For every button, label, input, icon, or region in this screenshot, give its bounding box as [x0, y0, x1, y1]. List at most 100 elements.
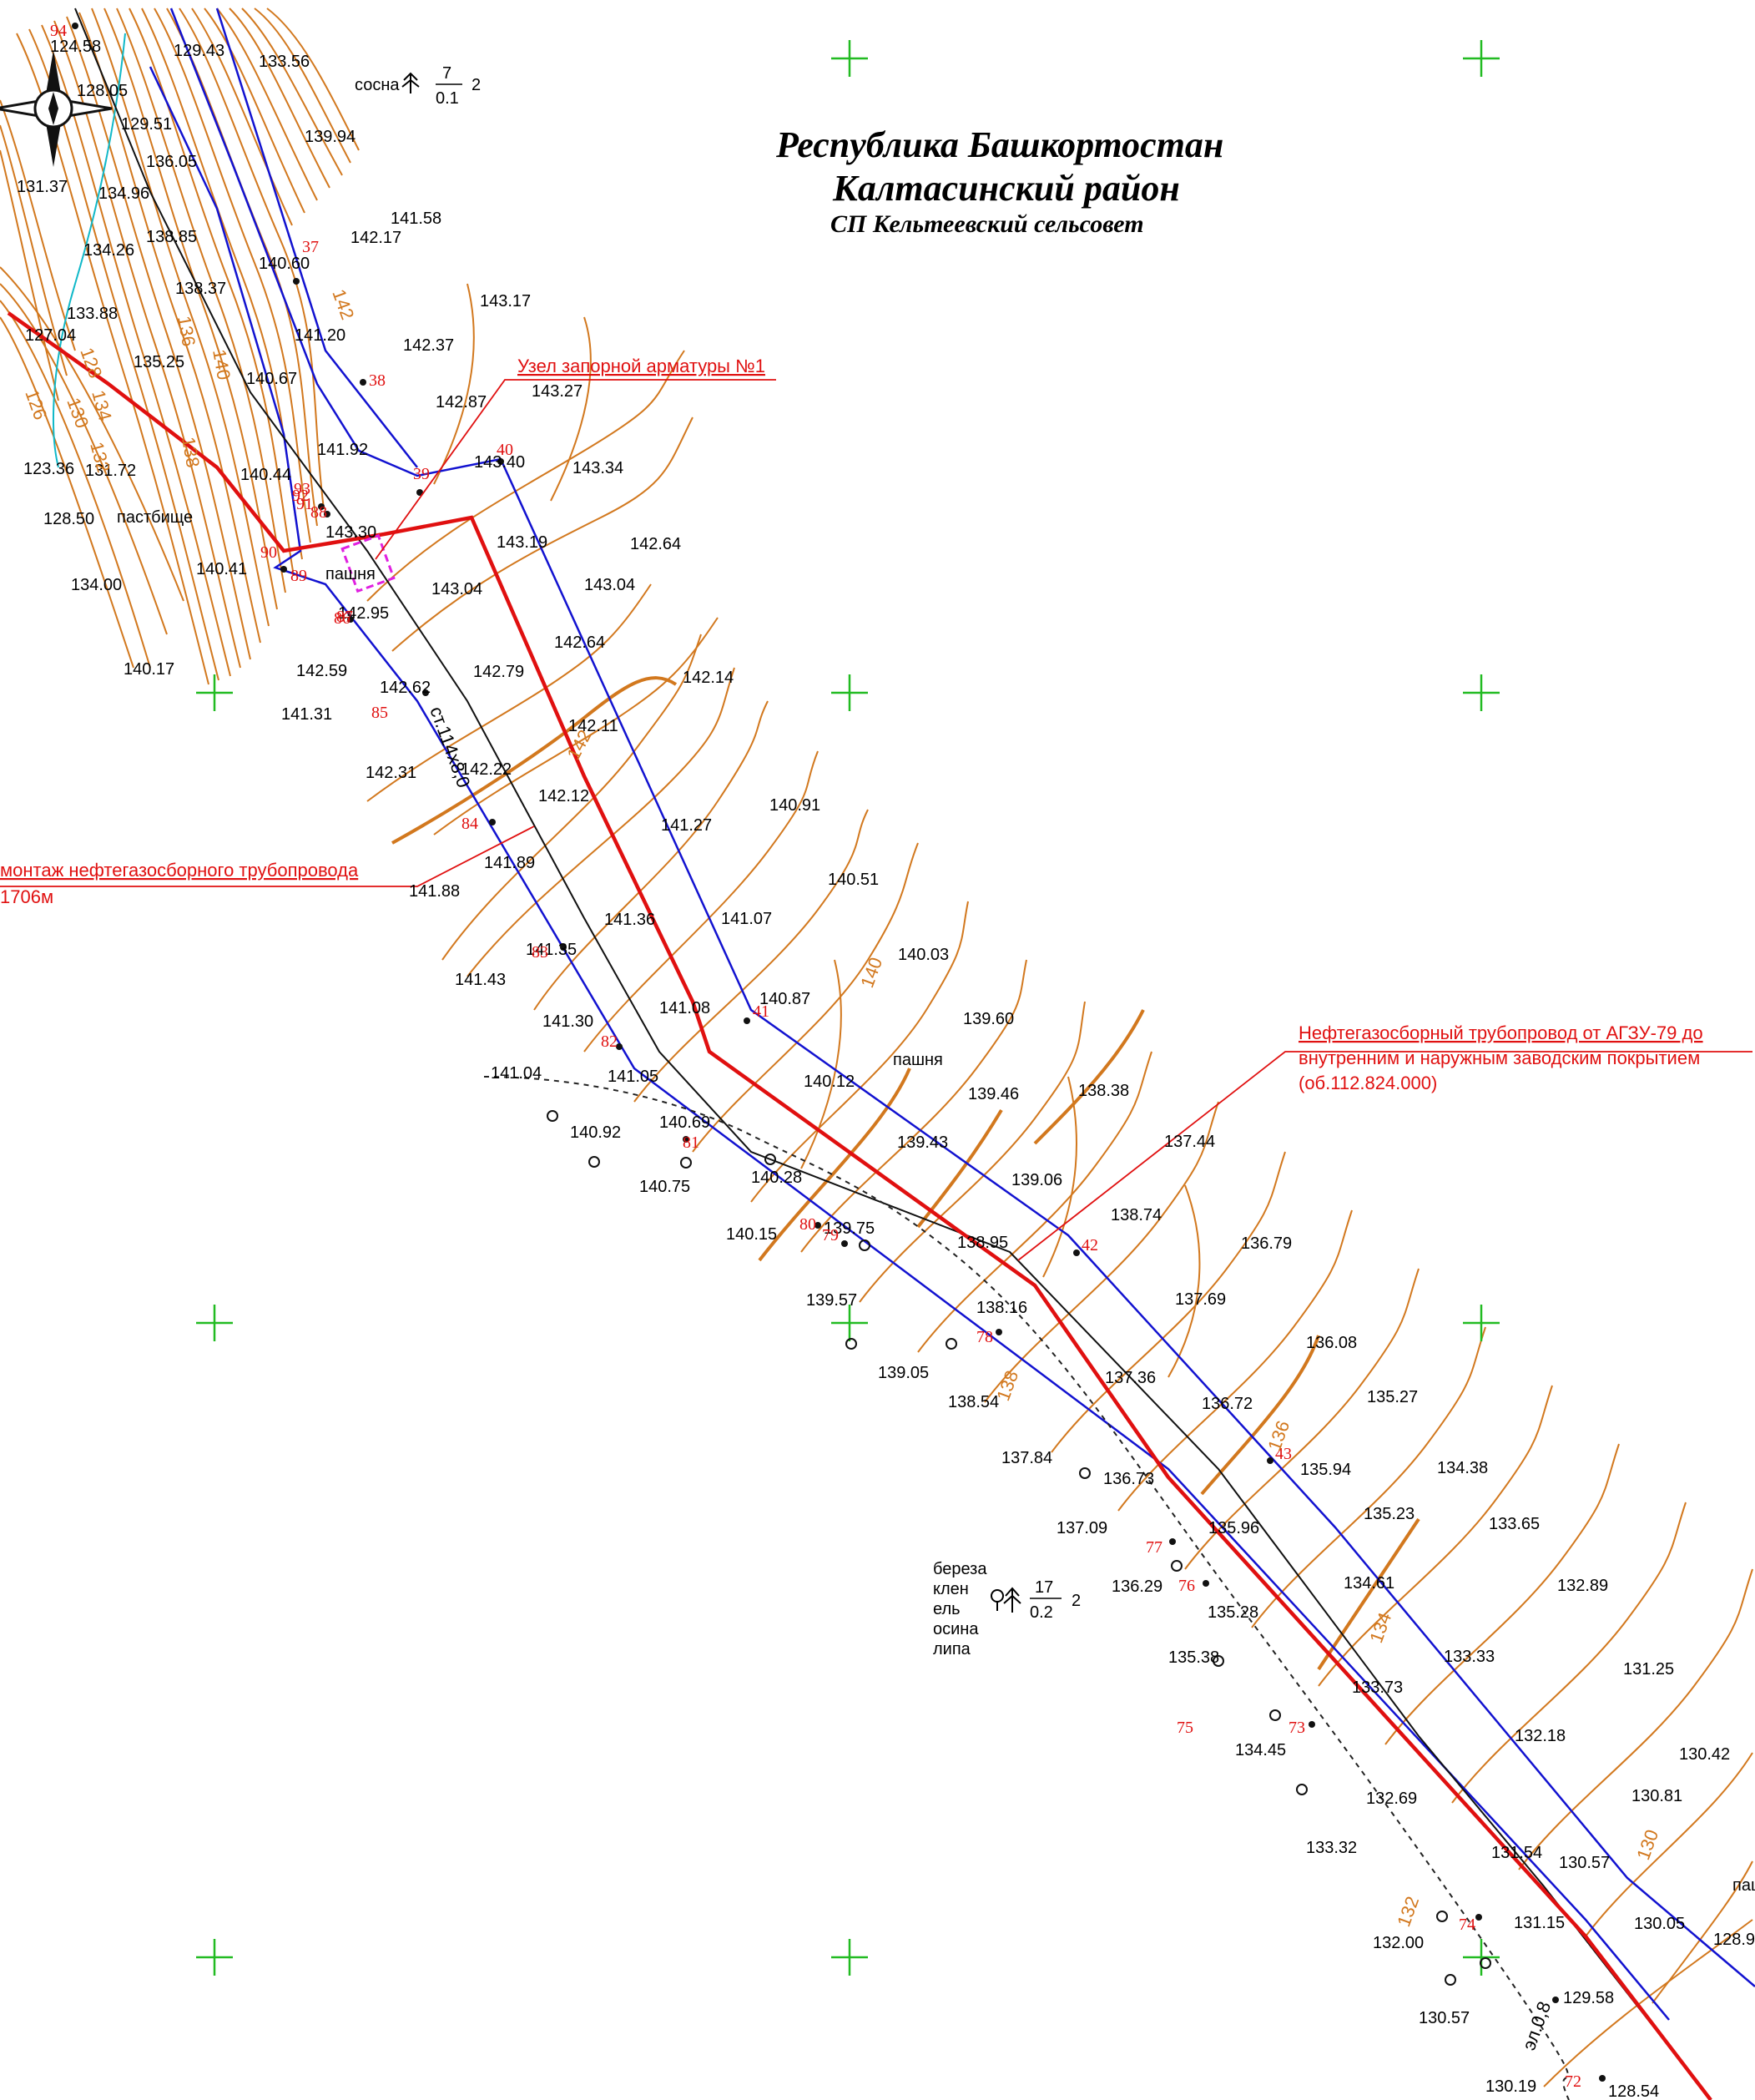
elevation-label: 143.19	[497, 533, 547, 552]
elevation-label: 132.89	[1557, 1577, 1608, 1595]
contour-label: 140	[209, 348, 235, 382]
elevation-label: 131.15	[1514, 1914, 1565, 1932]
pine-height: 7	[442, 64, 451, 83]
point-number: 78	[976, 1328, 993, 1346]
mixed-species-5: липа	[933, 1640, 971, 1658]
elevation-label: 141.35	[526, 941, 577, 959]
land-label: пастбище	[117, 508, 193, 527]
elevation-label: 139.05	[878, 1364, 929, 1382]
contour-label: 140	[856, 955, 886, 991]
elevation-label: 142.59	[296, 662, 347, 680]
point-number: 82	[601, 1032, 618, 1051]
elevation-label: 137.84	[1001, 1449, 1052, 1467]
point-number: 87	[336, 608, 353, 626]
elevation-label: 141.88	[409, 882, 460, 901]
elevation-label: 128.9	[1713, 1931, 1755, 1949]
elevation-label: 142.11	[568, 717, 618, 735]
point-number: 90	[260, 543, 277, 562]
elevation-label: 130.42	[1679, 1745, 1730, 1764]
point-number: 76	[1178, 1577, 1195, 1595]
mixed-species-3: ель	[933, 1600, 961, 1618]
elevation-label: 137.44	[1164, 1133, 1215, 1151]
valve-node-callout: Узел запорной арматуры №1	[517, 356, 765, 376]
contour-label: 130	[63, 395, 93, 431]
elevation-label: 141.05	[608, 1068, 658, 1086]
elevation-label: 134.96	[98, 184, 149, 203]
contour-label: 128	[76, 345, 106, 381]
elevation-label: 142.17	[350, 229, 401, 247]
elevation-label: 141.92	[317, 441, 368, 459]
elevation-label: 141.43	[455, 971, 506, 989]
pipeline-callout-3: (об.112.824.000)	[1299, 1073, 1437, 1093]
point-number: 93	[294, 480, 310, 498]
valve-node-box	[340, 533, 396, 593]
point-number: 43	[1275, 1445, 1292, 1463]
elevation-label: 132.18	[1515, 1727, 1566, 1745]
elevation-label: 141.30	[542, 1012, 593, 1031]
point-number: 83	[532, 943, 548, 962]
elevation-label: 140.69	[659, 1113, 710, 1132]
elevation-label: 131.37	[17, 178, 68, 196]
elevation-label: 128.05	[77, 82, 128, 100]
elevation-label: 139.57	[806, 1291, 857, 1310]
mixed-height: 17	[1035, 1578, 1053, 1597]
point-number: 89	[290, 567, 307, 585]
point-number: 72	[1565, 2072, 1581, 2091]
elevation-label: 143.17	[480, 292, 531, 310]
elevation-label: 142.64	[630, 535, 681, 553]
elevation-label: 143.04	[431, 580, 482, 598]
elevation-label: 133.88	[67, 305, 118, 323]
elevation-label: 123.36	[23, 460, 74, 478]
elevation-label: 140.92	[570, 1123, 621, 1142]
elevation-label: 140.17	[124, 660, 174, 679]
elevation-label: 142.37	[403, 336, 454, 355]
elevation-label: 142.95	[338, 604, 389, 623]
elevation-label: 140.91	[769, 796, 820, 815]
mixed-species-4: осина	[933, 1620, 979, 1638]
point-number: 94	[50, 22, 67, 40]
point-number: 41	[753, 1002, 769, 1021]
contour-label: 138	[992, 1368, 1022, 1404]
elevation-label: 141.20	[295, 326, 345, 345]
elevation-label: 143.34	[572, 459, 623, 477]
elevation-label: 136.73	[1103, 1470, 1154, 1488]
point-number: 39	[413, 465, 430, 483]
elevation-label: 136.05	[146, 153, 197, 171]
elevation-label: 135.27	[1367, 1388, 1418, 1406]
elevation-label: 137.09	[1057, 1519, 1107, 1537]
elevation-label: 143.27	[532, 382, 582, 401]
elevation-label: 135.96	[1208, 1519, 1259, 1537]
pipeline-callout-1: Нефтегазосборный трубопровод от АГЗУ-79 …	[1299, 1022, 1703, 1043]
point-number: 91	[296, 495, 313, 513]
elevation-label: 138.85	[146, 228, 197, 246]
elevation-label: 138.54	[948, 1393, 999, 1411]
elevation-label: 129.58	[1563, 1989, 1614, 2007]
point-number: 84	[461, 815, 478, 833]
elevation-label: 140.51	[828, 871, 879, 889]
elevation-label: 141.89	[484, 854, 535, 872]
elevation-label: 141.58	[391, 209, 441, 228]
point-number: 88	[310, 503, 327, 522]
grid-crosses	[194, 38, 1501, 1977]
land-label: пашн	[1732, 1876, 1755, 1895]
point-number: 75	[1177, 1719, 1193, 1737]
elevation-label: 142.62	[380, 679, 431, 697]
north-arrow-icon	[0, 50, 113, 167]
contour-label: 138	[178, 436, 204, 470]
elevation-label: 143.04	[584, 576, 635, 594]
elevation-label: 130.57	[1559, 1854, 1610, 1872]
elevation-label: 139.60	[963, 1010, 1014, 1028]
point-number: 38	[369, 371, 386, 390]
elevation-label: 138.74	[1111, 1206, 1162, 1224]
mixed-species-1: береза	[933, 1560, 987, 1578]
pine-diameter: 0.1	[436, 89, 459, 108]
elevation-label: 138.38	[1078, 1082, 1129, 1100]
point-number: 85	[371, 704, 388, 722]
elevation-label: 138.16	[976, 1299, 1027, 1317]
elevation-label: 135.25	[134, 353, 184, 371]
dismantle-callout-2: 1706м	[0, 886, 53, 907]
pine-species: сосна	[355, 76, 400, 94]
elevation-label: 129.51	[121, 115, 172, 134]
contour-label: 134	[88, 388, 116, 423]
elevation-label: 140.87	[759, 990, 810, 1008]
